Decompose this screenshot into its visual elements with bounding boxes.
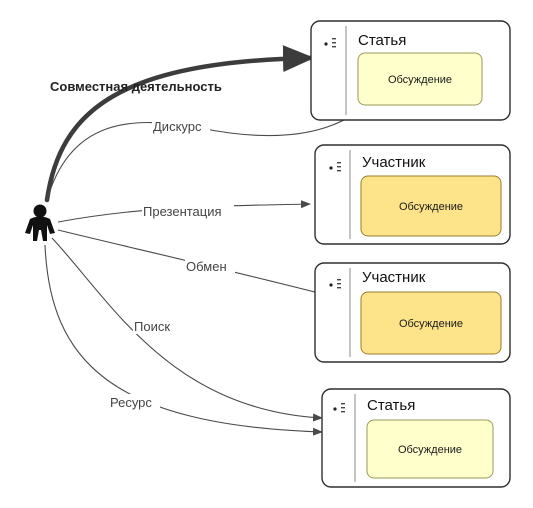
entity-title: Статья — [358, 32, 406, 49]
person-icon — [25, 204, 55, 241]
inner-card-discussion[interactable] — [360, 175, 502, 237]
inner-card-label: Обсуждение — [399, 201, 463, 213]
inner-card-discussion[interactable] — [357, 52, 483, 106]
edge-label-discourse: Дискурс — [153, 119, 202, 134]
entity-title: Участник — [362, 269, 426, 286]
entity-box-participant-1[interactable]: Участник Обсуждение — [314, 144, 511, 245]
list-menu-icon — [329, 279, 341, 289]
list-menu-icon — [329, 162, 341, 172]
entity-title: Статья — [367, 397, 415, 414]
edge-label-collaboration: Совместная деятельность — [50, 79, 222, 94]
inner-card-discussion[interactable] — [360, 291, 502, 355]
edge-label-presentation: Презентация — [143, 204, 222, 219]
entity-box-article-2[interactable]: Статья Обсуждение — [321, 388, 511, 488]
entity-box-article-1[interactable]: Статья Обсуждение — [310, 20, 511, 121]
edges — [44, 45, 361, 436]
inner-card-label: Обсуждение — [388, 74, 452, 86]
edge-label-exchange: Обмен — [186, 259, 227, 274]
inner-card-label: Обсуждение — [399, 318, 463, 330]
edge-resource — [44, 244, 323, 436]
edge-label-resource: Ресурс — [110, 395, 152, 410]
edge-search — [51, 237, 323, 422]
edge-label-search: Поиск — [134, 319, 170, 334]
list-menu-icon — [324, 38, 336, 48]
edge-collaboration — [44, 45, 315, 203]
inner-card-discussion[interactable] — [366, 419, 494, 479]
edge-labels: Совместная деятельность Дискурс Презента… — [50, 79, 235, 410]
inner-card-label: Обсуждение — [398, 444, 462, 456]
list-menu-icon — [333, 403, 345, 413]
entity-title: Участник — [362, 154, 426, 171]
entity-box-participant-2[interactable]: Участник Обсуждение — [314, 262, 511, 363]
